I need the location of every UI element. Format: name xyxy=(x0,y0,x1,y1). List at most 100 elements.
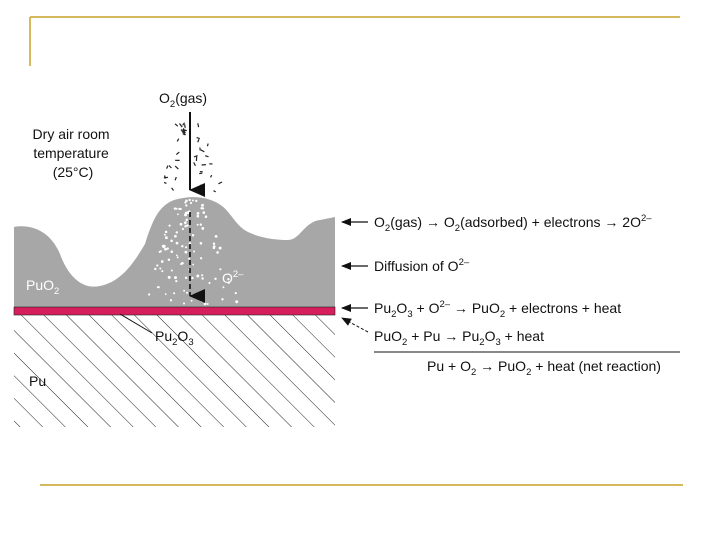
puo2-label: PuO2 xyxy=(26,277,59,297)
oxygen-ion-dot xyxy=(184,250,188,254)
oxygen-ion-dot xyxy=(214,235,218,238)
oxygen-ion-dot xyxy=(170,269,173,272)
oxygen-ion-dot xyxy=(161,270,164,273)
oxygen-gas-particle xyxy=(199,172,203,175)
oxygen-gas-particle xyxy=(184,124,186,128)
oxygen-ion-dot xyxy=(212,242,216,246)
oxygen-gas-particle xyxy=(205,155,209,158)
oxygen-ion-dot xyxy=(179,208,182,210)
oxygen-ion-dot xyxy=(199,223,202,226)
oxygen-gas-particle xyxy=(209,174,213,178)
pu2o3-label: Pu2O3 xyxy=(155,328,194,348)
oxygen-gas-particle xyxy=(196,137,200,140)
equation-oxidation: Pu2O3 + O2– → PuO2 + electrons + heat xyxy=(374,299,621,320)
oxygen-ion-dot xyxy=(202,211,206,214)
oxygen-ion-dot xyxy=(199,294,202,297)
oxygen-ion-dot xyxy=(227,281,231,284)
equation-diffusion: Diffusion of O2– xyxy=(374,257,470,274)
oxygen-ion-dot xyxy=(201,274,204,277)
oxygen-gas-particle xyxy=(176,138,180,142)
oxygen-ion-dot xyxy=(227,278,230,281)
oxygen-ion-dot xyxy=(196,274,200,278)
oxygen-ion-dot xyxy=(185,246,188,249)
equation-reduction: PuO2 + Pu → Pu2O3 + heat xyxy=(374,328,544,348)
oxygen-ion-dot xyxy=(191,233,195,237)
oxygen-gas-particle xyxy=(193,162,196,167)
oxygen-ion-dot xyxy=(181,227,184,231)
oxygen-ion-dot xyxy=(178,207,181,211)
oxygen-gas-particle xyxy=(200,186,204,189)
oxygen-ion-dot xyxy=(168,224,171,227)
oxygen-ion-dot xyxy=(189,201,193,205)
oxygen-ion-dot xyxy=(179,222,183,226)
oxygen-ion-dot xyxy=(196,211,200,215)
oxygen-gas-particle xyxy=(218,181,223,185)
oxygen-gas-particle xyxy=(168,165,172,169)
oxygen-ion-dot xyxy=(184,213,187,217)
oxygen-ion-dot xyxy=(175,207,178,210)
oxygen-ion-dot xyxy=(175,241,179,245)
oxygen-gas-particle xyxy=(182,122,186,126)
oxygen-ion-dot xyxy=(202,207,205,210)
puo2-oxide-layer xyxy=(14,197,335,307)
oxygen-ion-dot xyxy=(184,225,187,228)
pu-metal-label: Pu xyxy=(29,373,46,389)
oxygen-ion-dot xyxy=(167,258,171,262)
oxygen-ion-dot xyxy=(199,257,203,260)
oxygen-ion-dot xyxy=(164,230,168,234)
pu2o3-band xyxy=(13,306,336,316)
oxygen-ion-dot xyxy=(216,251,219,254)
oxygen-ion-dot xyxy=(164,293,167,296)
oxygen-gas-particle xyxy=(179,123,183,128)
oxygen-ion-dot xyxy=(193,250,196,253)
oxygen-ion-dot xyxy=(164,247,167,251)
oxygen-ion-dot xyxy=(185,291,189,294)
oxygen-ion-dot xyxy=(185,199,188,202)
oxygen-gas-particle xyxy=(174,123,179,127)
oxygen-ion-dot xyxy=(174,234,177,238)
oxygen-ion-dot xyxy=(173,292,176,295)
oxygen-gas-particle xyxy=(193,155,198,158)
oxygen-ion-dot xyxy=(191,293,195,297)
oxygen-ion-dot xyxy=(206,303,209,305)
oxygen-ion-dot xyxy=(208,281,211,285)
oxygen-ion-dot xyxy=(218,246,222,250)
oxygen-ion-dot xyxy=(175,254,178,257)
oxygen-ion-dot xyxy=(188,198,191,202)
oxygen-gas-particle xyxy=(180,129,184,134)
oxygen-ion-dot xyxy=(181,244,184,248)
oxygen-ion-dot xyxy=(188,257,191,260)
oxygen-ion-dot xyxy=(147,293,151,296)
slide-frame xyxy=(29,16,683,486)
oxygen-gas-particle xyxy=(166,165,169,169)
oxygen-ion-dot xyxy=(174,276,177,280)
oxygen-ion-dot xyxy=(192,263,195,266)
oxygen-ion-dot xyxy=(186,224,189,227)
oxygen-ion-dot xyxy=(234,291,237,295)
oxygen-ion-dot xyxy=(170,239,173,243)
oxygen-gas-particle xyxy=(163,181,167,184)
oxygen-ion-dot xyxy=(184,201,187,204)
oxygen-ion-dot xyxy=(159,267,162,270)
oxygen-ion-dot xyxy=(203,302,207,306)
oxygen-ion-label: O2– xyxy=(222,269,244,286)
oxygen-ion-dot xyxy=(157,286,160,289)
oxygen-ion-dot xyxy=(180,263,182,266)
oxygen-ion-dot xyxy=(170,250,174,253)
oxygen-ion-dot xyxy=(159,250,162,253)
oxygen-gas-particle xyxy=(174,165,179,170)
pu2o3-leader-line xyxy=(119,313,153,334)
oxygen-ion-dot xyxy=(166,247,169,250)
oxygen-ion-dot xyxy=(235,300,239,304)
oxygen-ion-dot xyxy=(154,267,157,271)
oxygen-gas-particle xyxy=(200,149,205,153)
oxygen-ion-dot xyxy=(183,289,186,292)
oxygen-ion-dot xyxy=(196,214,200,218)
oxygen-ion-dot xyxy=(221,298,224,301)
oxygen-ion-dot xyxy=(167,275,171,279)
oxygen-ion-dot xyxy=(212,245,216,248)
oxygen-ion-dot xyxy=(222,286,225,289)
oxygen-ion-dot xyxy=(163,233,166,236)
oxygen-ion-dot xyxy=(173,207,177,210)
